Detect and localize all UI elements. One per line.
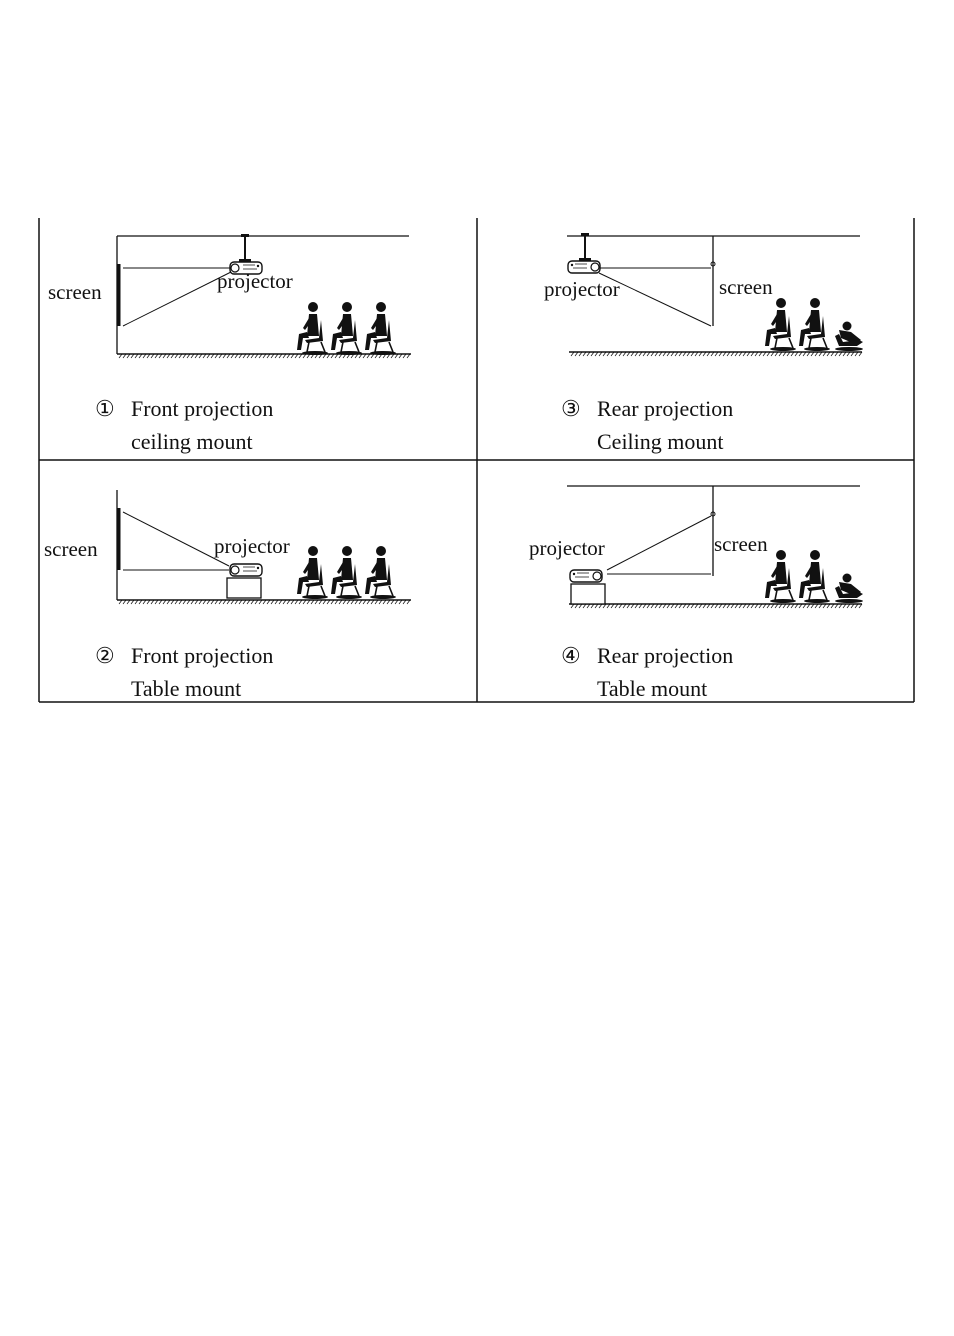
front-table-diagram xyxy=(116,490,411,605)
projector-label: projector xyxy=(544,277,620,301)
caption: ③ Rear projection Ceiling mount xyxy=(561,392,733,458)
audience-member-icon xyxy=(365,302,396,355)
caption-title: Front projection xyxy=(131,643,274,668)
number-badge: ① xyxy=(95,396,115,421)
panel-front-ceiling: screen projector ① Front projection ceili… xyxy=(39,218,477,460)
rear-ceiling-diagram xyxy=(567,233,863,357)
screen-label: screen xyxy=(44,537,98,561)
screen-label: screen xyxy=(714,532,768,556)
caption-subtitle: Table mount xyxy=(597,676,708,701)
projector-icon xyxy=(569,569,603,583)
audience-member-icon xyxy=(799,298,830,351)
panel-rear-table: projector screen ④ Rear projection Table … xyxy=(477,460,914,702)
number-badge: ④ xyxy=(561,643,581,668)
reclining-person-icon xyxy=(835,321,863,351)
caption-title: Rear projection xyxy=(597,396,734,421)
front-ceiling-diagram xyxy=(116,234,411,359)
number-badge: ② xyxy=(95,643,115,668)
panel-rear-ceiling: projector screen ③ Rear projection Ceilin… xyxy=(477,218,914,460)
floor-hatch xyxy=(117,599,411,605)
audience-member-icon xyxy=(297,546,328,599)
caption-title: Rear projection xyxy=(597,643,734,668)
screen-label: screen xyxy=(48,280,102,304)
audience-member-icon xyxy=(365,546,396,599)
caption-title: Front projection xyxy=(131,396,274,421)
caption-subtitle: Ceiling mount xyxy=(597,429,724,454)
audience-member-icon xyxy=(331,302,362,355)
floor-hatch xyxy=(569,603,863,609)
number-badge: ③ xyxy=(561,396,581,421)
floor-hatch xyxy=(117,353,411,359)
audience-member-icon xyxy=(765,298,796,351)
projector-label: projector xyxy=(529,536,605,560)
caption-subtitle: Table mount xyxy=(131,676,242,701)
caption-subtitle: ceiling mount xyxy=(131,429,253,454)
audience-member-icon xyxy=(297,302,328,355)
floor-hatch xyxy=(569,351,863,357)
projector-label: projector xyxy=(214,534,290,558)
audience-member-icon xyxy=(331,546,362,599)
reclining-person-icon xyxy=(835,573,863,603)
screen-label: screen xyxy=(719,275,773,299)
caption: ④ Rear projection Table mount xyxy=(561,639,733,705)
audience-member-icon xyxy=(799,550,830,603)
projector-icon xyxy=(229,563,263,577)
projector-label: projector xyxy=(217,269,293,293)
caption: ② Front projection Table mount xyxy=(95,639,273,705)
projector-icon xyxy=(229,234,263,275)
panel-front-table: screen projector ② Front projection Table… xyxy=(39,460,477,702)
projector-icon xyxy=(567,233,601,274)
rear-table-diagram xyxy=(567,485,863,609)
audience-member-icon xyxy=(765,550,796,603)
caption: ① Front projection ceiling mount xyxy=(95,392,273,458)
